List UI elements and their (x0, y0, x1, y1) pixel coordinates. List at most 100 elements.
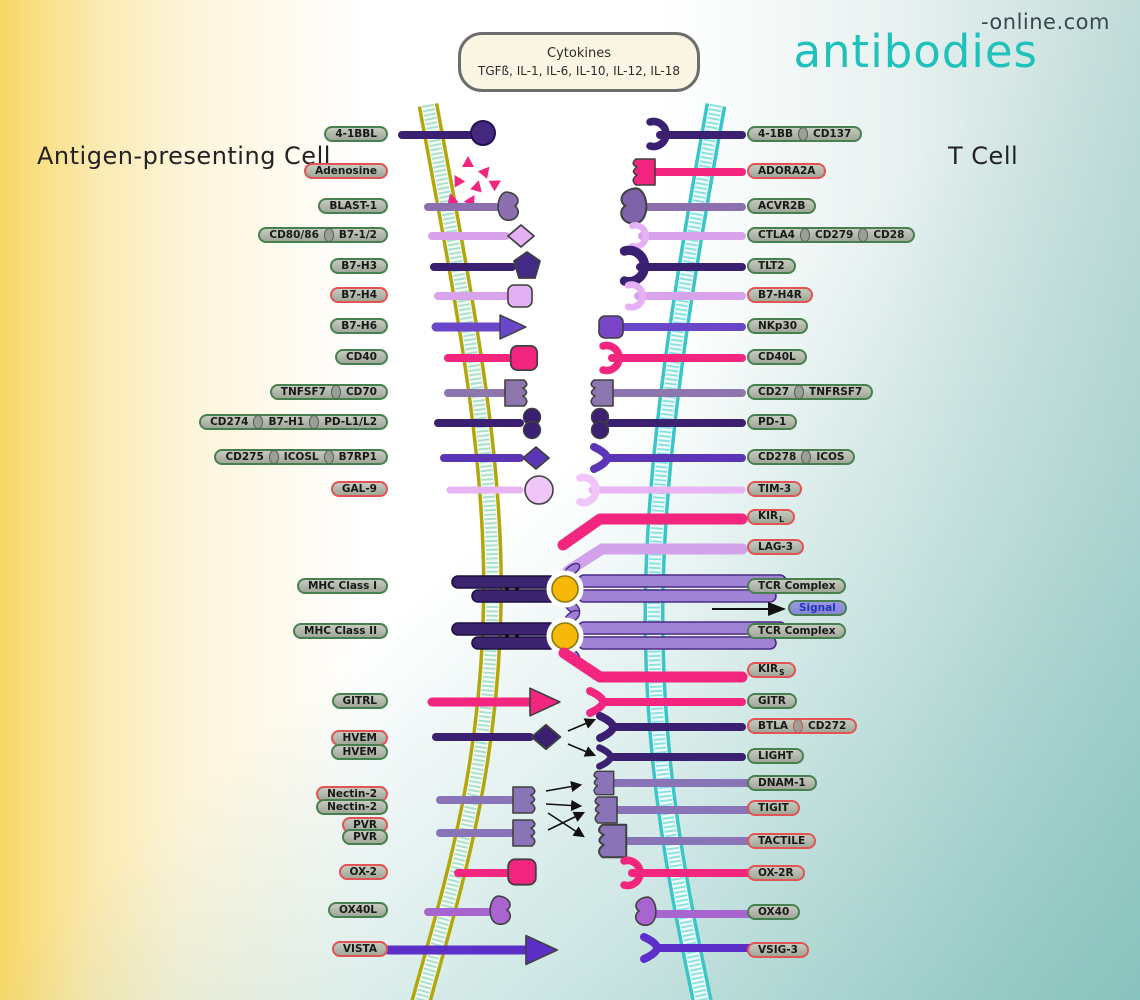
receptor-b7-h6 (431, 314, 527, 340)
pill-text: BTLA (758, 720, 788, 732)
pill-divider (858, 228, 869, 242)
label-pill-tlt2: TLT2 (747, 258, 796, 274)
pill-divider (800, 228, 810, 242)
pill-text: CD80/86 (269, 229, 319, 241)
label-pill-hvem: HVEM (331, 744, 388, 760)
receptor-nectin-2 (436, 786, 536, 814)
label-pill-kir: KIRL (747, 509, 795, 525)
receptor-cd274 (434, 407, 542, 440)
pill-text: CD70 (345, 386, 377, 398)
pill-text: B7-1/2 (338, 229, 377, 241)
label-pill-kir: KIRS (747, 662, 796, 678)
pill-text: B7-H6 (341, 320, 377, 332)
receptor-ox40 (634, 896, 752, 927)
pill-text: CD278 (758, 451, 797, 463)
label-pill-b7-h6: B7-H6 (330, 318, 388, 334)
label-pill-vista: VISTA (331, 941, 388, 957)
label-pill-cd80-86-b7-1-2: CD80/86 B7-1/2 (258, 227, 388, 243)
label-pill-lag-3: LAG-3 (747, 539, 805, 555)
pill-text: CD137 (812, 128, 852, 140)
pill-text: CD27 (758, 386, 790, 398)
label-pill-pd-1: PD-1 (747, 414, 798, 430)
label-pill-b7-h4r: B7-H4R (747, 287, 813, 303)
pill-text: ADORA2A (758, 165, 816, 177)
label-pill-hvem: HVEM (331, 730, 388, 746)
label-pill-acvr2b: ACVR2B (747, 198, 817, 214)
receptor-gitrl (427, 687, 561, 717)
arrow-hvem-btla (567, 718, 597, 732)
pill-text: PVR (353, 831, 377, 843)
pill-text: TACTILE (758, 835, 806, 847)
receptor-ox-2 (454, 858, 537, 886)
receptor-tigit (594, 796, 756, 824)
label-pill-mhc-class-i: MHC Class I (296, 578, 388, 594)
arrow-nectin2-tigit (545, 799, 583, 812)
receptor-ox-2r (624, 861, 752, 886)
pill-text: CD28 (873, 229, 905, 241)
receptor-4-1bb (650, 122, 746, 147)
pill-divider (794, 385, 805, 399)
label-pill-adenosine: Adenosine (304, 163, 388, 179)
receptor-b7-h4r (628, 285, 746, 308)
pill-text: KIRS (758, 662, 785, 678)
pill-text: LAG-3 (758, 541, 794, 553)
receptor-gitr (590, 691, 746, 713)
receptor-blast-1 (424, 191, 520, 222)
pill-text: LIGHT (758, 750, 794, 762)
mhc-class-i-tcr-complex (451, 562, 787, 615)
receptor-adora2a (632, 158, 746, 186)
pill-text: NKp30 (758, 320, 798, 332)
receptor-cd275 (440, 446, 550, 470)
pill-divider (323, 450, 334, 464)
pill-text: Adenosine (315, 165, 377, 177)
label-pill-b7-h4: B7-H4 (330, 287, 388, 303)
label-pill-cd278-icos: CD278 ICOS (747, 449, 856, 465)
pill-text: PVR (353, 819, 377, 831)
pill-text: GAL-9 (341, 483, 377, 495)
pill-text: MHC Class I (307, 580, 377, 592)
pill-text: B7-H1 (268, 416, 305, 428)
antibodies-online-logo: -online.com antibodies (793, 12, 1110, 75)
label-pill-tcr-complex: TCR Complex (747, 623, 847, 639)
label-pill-cd27-tnfrsf7: CD27 TNFRSF7 (747, 384, 874, 400)
receptor-dnam-1 (593, 770, 754, 796)
receptor-tim-3 (580, 478, 746, 503)
arrow-hvem-light (567, 743, 597, 757)
pill-text: OX-2 (349, 866, 377, 878)
pill-text: ACVR2B (758, 200, 806, 212)
pill-text: Nectin-2 (327, 801, 377, 813)
pill-text: Signal (799, 602, 836, 614)
pill-text: 4-1BBL (335, 128, 377, 140)
cytokines-box: Cytokines TGFß, IL-1, IL-6, IL-10, IL-12… (458, 32, 700, 92)
pill-text: OX40 (758, 906, 790, 918)
pill-text: TNFRSF7 (809, 386, 863, 398)
pill-text: B7-H4 (341, 289, 377, 301)
pill-text: VISTA (342, 943, 377, 955)
pill-text: ICOSL (283, 451, 319, 463)
pill-text: CD40L (758, 351, 796, 363)
label-pill-signal: Signal (788, 600, 847, 616)
label-pill-light: LIGHT (747, 748, 805, 764)
label-pill-pvr: PVR (342, 829, 388, 845)
pill-divider (309, 415, 320, 429)
label-pill-nkp30: NKp30 (747, 318, 809, 334)
receptor-nkp30 (598, 315, 746, 339)
pill-divider (792, 719, 803, 733)
label-pill-cd40: CD40 (334, 349, 388, 365)
label-pill-4-1bbl: 4-1BBL (324, 126, 388, 142)
arrow-nectin2-dnam1 (545, 781, 583, 793)
label-pill-gal-9: GAL-9 (330, 481, 388, 497)
label-pill-adora2a: ADORA2A (747, 163, 827, 179)
label-pill-ox-2: OX-2 (338, 864, 388, 880)
receptor-kir-s (558, 647, 748, 683)
pill-text: ICOS (816, 451, 845, 463)
receptor-4-1bbl (398, 120, 496, 146)
label-pill-tcr-complex: TCR Complex (747, 578, 847, 594)
